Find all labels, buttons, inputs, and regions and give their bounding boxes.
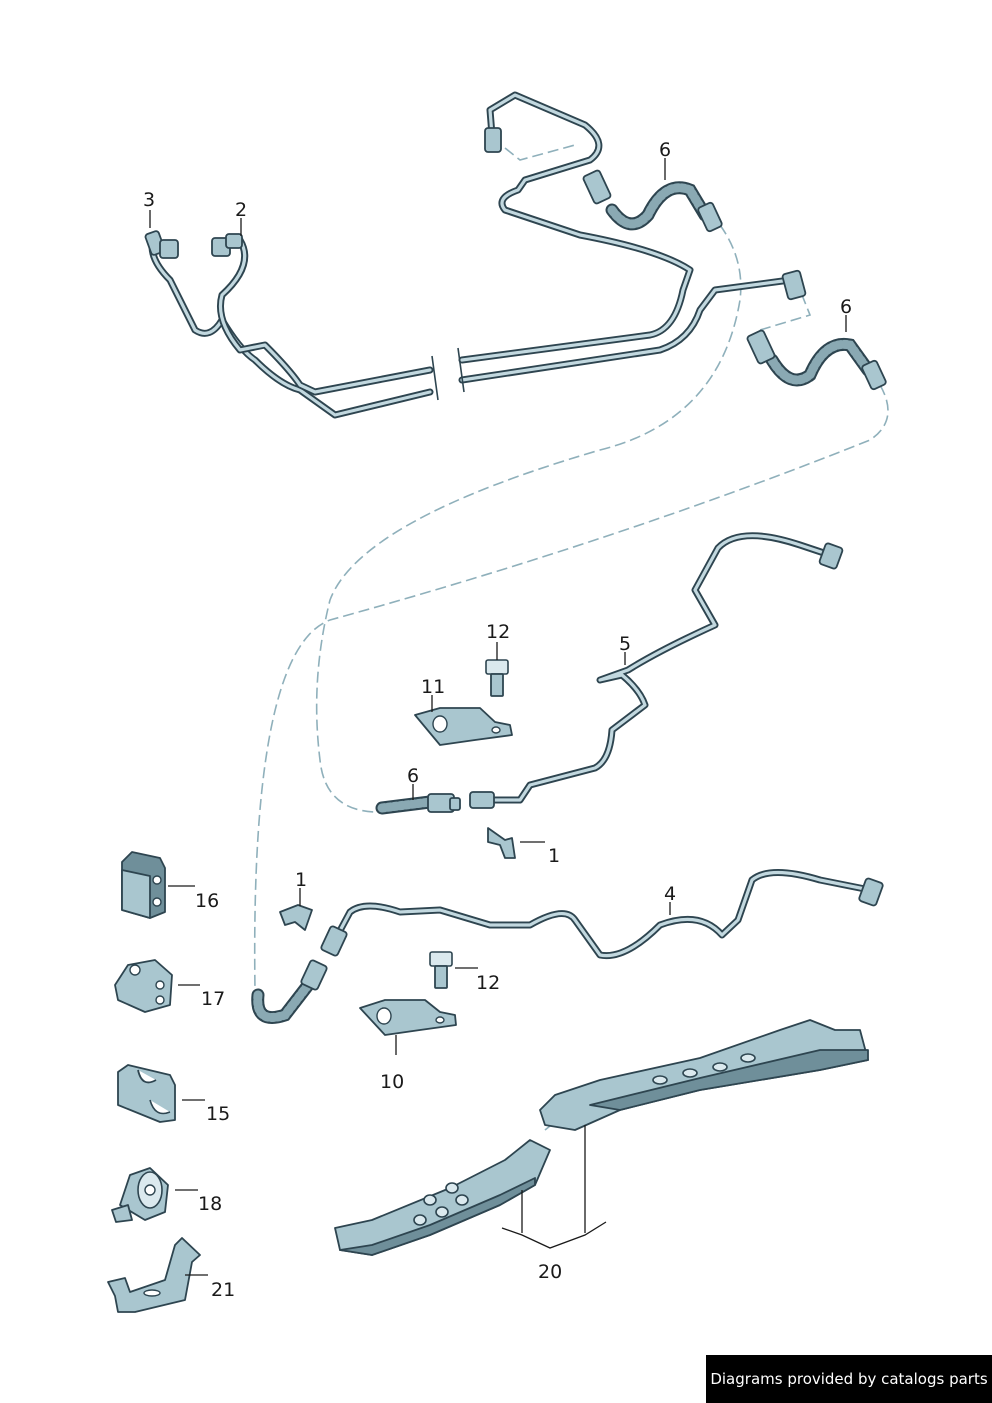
underbody-cover-20 bbox=[334, 1019, 869, 1256]
callout-15: 15 bbox=[206, 1103, 230, 1125]
clamp-17 bbox=[114, 959, 173, 1013]
callout-11: 11 bbox=[421, 676, 445, 698]
upper-brake-line-assembly bbox=[144, 91, 807, 419]
callout-16: 16 bbox=[195, 890, 219, 912]
grommet-18 bbox=[111, 1167, 169, 1223]
brake-hose-6-top bbox=[582, 169, 723, 233]
brake-line-4 bbox=[320, 869, 884, 960]
callout-10: 10 bbox=[380, 1071, 404, 1093]
clip-1-left bbox=[279, 904, 313, 931]
brake-hose-6-middle bbox=[375, 793, 461, 815]
callout-12-upper: 12 bbox=[486, 621, 510, 643]
clamp-15 bbox=[117, 1064, 176, 1123]
vent-slots-upper bbox=[652, 1053, 756, 1085]
vent-slots-lower bbox=[413, 1182, 469, 1226]
callout-20: 20 bbox=[538, 1261, 562, 1283]
brake-line-5 bbox=[469, 532, 844, 809]
bracket-10 bbox=[359, 999, 457, 1036]
callout-labels: 3 2 6 6 12 5 11 6 1 1 4 12 10 16 17 15 1… bbox=[143, 139, 852, 1301]
brake-hose-lower bbox=[251, 959, 328, 1024]
dashed-connection-lines bbox=[253, 144, 889, 1131]
bracket-11 bbox=[414, 707, 513, 746]
callout-6-top: 6 bbox=[659, 139, 671, 161]
callout-6-middle: 6 bbox=[407, 765, 419, 787]
leader-lines bbox=[149, 158, 847, 1276]
callout-21: 21 bbox=[211, 1279, 235, 1301]
watermark-banner: Diagrams provided by catalogs parts bbox=[706, 1355, 992, 1403]
callout-2: 2 bbox=[235, 199, 247, 221]
clip-1-middle bbox=[487, 827, 516, 859]
bolt-12-upper bbox=[485, 659, 509, 697]
callout-12-lower: 12 bbox=[476, 972, 500, 994]
callout-3: 3 bbox=[143, 189, 155, 211]
callout-5: 5 bbox=[619, 633, 631, 655]
callout-4: 4 bbox=[664, 883, 676, 905]
bolt-12-lower bbox=[429, 951, 453, 989]
callout-1-left: 1 bbox=[295, 869, 307, 891]
callout-17: 17 bbox=[201, 988, 225, 1010]
brake-hose-6-right bbox=[746, 329, 887, 391]
clamp-block-16 bbox=[121, 851, 166, 919]
callout-18: 18 bbox=[198, 1193, 222, 1215]
bracket-21 bbox=[107, 1237, 201, 1313]
callout-6-right: 6 bbox=[840, 296, 852, 318]
callout-1-middle: 1 bbox=[548, 845, 560, 867]
